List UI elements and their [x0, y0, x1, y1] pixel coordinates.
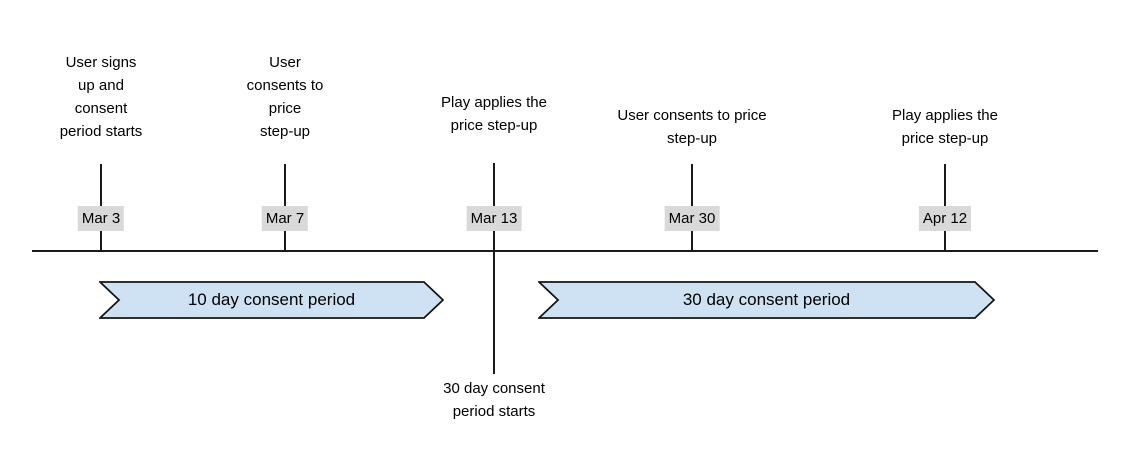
event-date-chip: Mar 3 — [77, 206, 125, 231]
event-label: User signs up and consent period starts — [59, 54, 143, 140]
event-date-chip: Mar 30 — [664, 206, 720, 231]
event-tick-line — [493, 163, 495, 374]
event-user-signs-up: User signs up and consent period starts … — [0, 0, 211, 454]
event-user-consents-2: User consents to price step-up Mar 30 — [582, 0, 802, 454]
timeline-axis-line — [32, 250, 1098, 252]
banner-arrow-shape — [538, 281, 995, 319]
event-label: Play applies the price step-up — [441, 94, 547, 134]
event-date-chip: Apr 12 — [918, 206, 972, 231]
event-play-applies-2: Play applies the price step-up Apr 12 — [835, 0, 1055, 454]
period-banner-10-day: 10 day consent period — [99, 281, 444, 319]
period-banner-label: 10 day consent period — [187, 290, 356, 309]
period-banner-label: 30 day consent period — [682, 290, 851, 309]
event-date-chip: Mar 7 — [261, 206, 309, 231]
period-banner-30-day: 30 day consent period — [538, 281, 995, 319]
event-label: User consents to price step-up — [617, 107, 767, 147]
event-date-chip: Mar 13 — [466, 206, 522, 231]
banner-arrow-shape — [99, 281, 444, 319]
event-label: Play applies the price step-up — [892, 107, 998, 147]
event-label: User consents to price step-up — [246, 54, 324, 140]
note-30-day-period-starts: 30 day consent period starts — [443, 380, 545, 420]
event-play-applies-1: Play applies the price step-up Mar 13 30… — [384, 0, 604, 454]
event-user-consents-1: User consents to price step-up Mar 7 — [175, 0, 395, 454]
